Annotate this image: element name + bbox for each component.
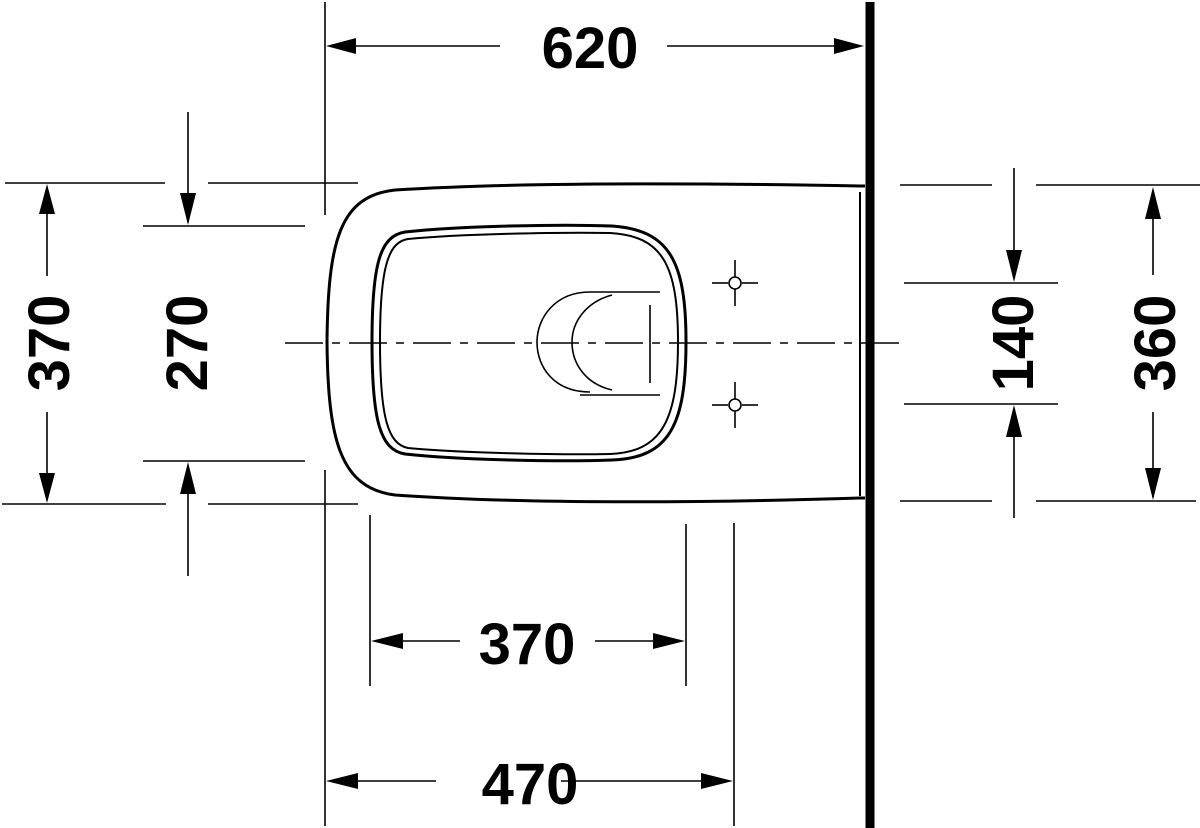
seat-opening-inner [378,231,680,456]
fixing-hole-bottom [712,382,758,428]
fixing-hole-top [712,260,758,306]
seat-opening [370,223,688,463]
bowl-outline [325,182,865,504]
dim-370-left-label: 370 [17,295,82,392]
dim-overall-width: 370 [2,182,358,505]
dim-bowl-opening-length: 370 [369,515,687,686]
dim-360-label: 360 [1123,295,1188,392]
dim-270-label: 270 [155,295,220,392]
outlet-symbol [536,291,660,396]
dim-370-bottom-label: 370 [479,612,576,677]
dim-140-label: 140 [981,295,1046,392]
dim-projection: 470 [324,470,735,826]
dim-overall-length: 620 [324,2,864,215]
dim-470-label: 470 [482,752,579,817]
dim-fixing-spacing: 140 [900,168,1058,518]
dim-seat-opening: 270 [143,112,305,576]
dim-620-label: 620 [542,16,639,81]
dim-wall-width: 360 [1036,184,1200,502]
